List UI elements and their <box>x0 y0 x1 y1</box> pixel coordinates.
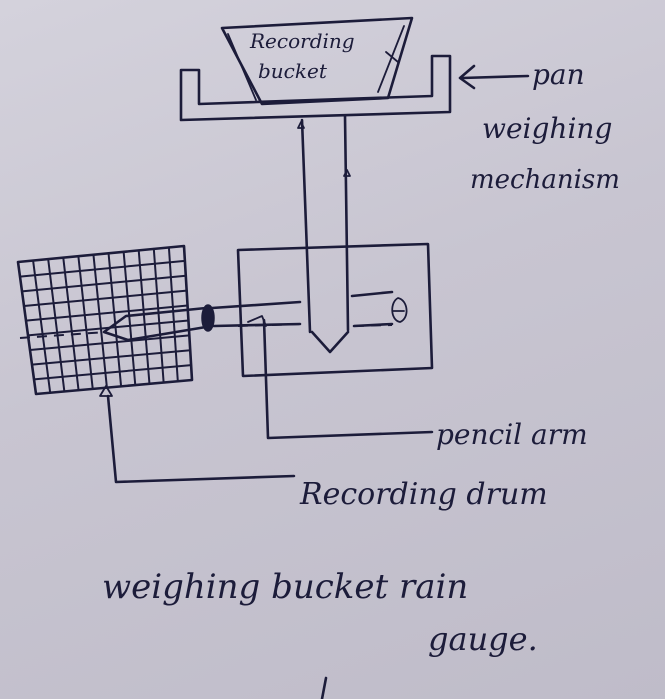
recording-bucket-label-2: bucket <box>258 59 328 83</box>
drum-grid-vertical <box>122 250 137 387</box>
axis-line-left <box>19 331 107 339</box>
diagram-title-line-2: gauge. <box>428 620 538 658</box>
drum-grid-vertical <box>167 246 179 383</box>
axis-line-right <box>353 324 393 327</box>
recording-bucket-label-1: Recording <box>249 29 355 53</box>
drum-grid-vertical <box>137 249 151 385</box>
drum-grid-horizontal <box>23 289 188 307</box>
recording-drum-pointer <box>99 385 296 484</box>
drum-grid-horizontal <box>25 304 189 322</box>
recording-drum-label: Recording drum <box>299 477 548 512</box>
drum-grid-vertical <box>62 256 80 392</box>
drum-grid-vertical <box>92 253 108 389</box>
diagram-title-line-1: weighing bucket rain <box>102 567 468 607</box>
pencil <box>102 290 408 342</box>
drum-grid-horizontal <box>21 274 187 293</box>
weighing-stem <box>297 114 351 354</box>
drum-grid-vertical <box>32 259 52 394</box>
pan-label-2: weighing <box>482 112 612 145</box>
stray-mark <box>320 676 328 699</box>
drum-grid-horizontal <box>31 349 192 366</box>
drum-grid-horizontal <box>33 364 193 381</box>
pan-label-1: pan <box>532 58 585 91</box>
drum-grid-vertical <box>152 247 165 384</box>
drum-grid-horizontal <box>19 259 186 278</box>
drum-grid-vertical <box>107 252 123 388</box>
gauge-body <box>236 242 434 378</box>
drum-grid-vertical <box>77 255 94 390</box>
pan-pointer <box>458 64 530 90</box>
pencil-arm-label: pencil arm <box>436 418 588 451</box>
pan-label-3: mechanism <box>470 165 620 195</box>
drum-grid-vertical <box>47 258 66 393</box>
drum-grid-horizontal <box>29 334 191 351</box>
weighing-pan <box>179 54 452 122</box>
recording-drum <box>16 244 194 396</box>
pencil-arm-pointer <box>247 315 434 440</box>
axis-line-mid <box>237 323 303 327</box>
